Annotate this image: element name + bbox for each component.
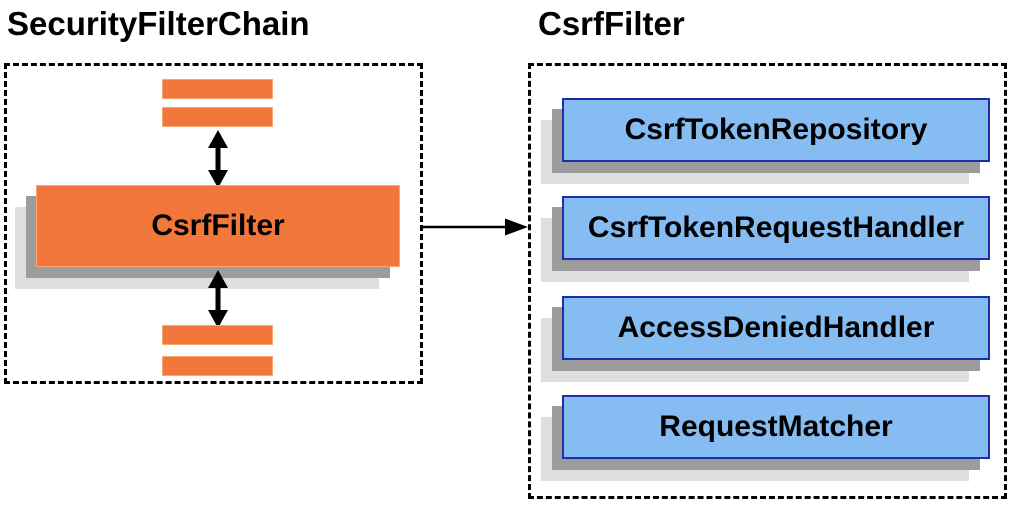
component-label: CsrfTokenRepository [624,113,928,146]
double-arrow-icon [208,270,228,328]
component-label: CsrfTokenRequestHandler [587,211,965,244]
right-panel-title: CsrfFilter [538,5,685,42]
component-box-csrf-token-request-handler: CsrfTokenRequestHandler [562,196,990,260]
component-label: RequestMatcher [659,410,893,443]
component-box-csrf-token-repository: CsrfTokenRepository [562,98,990,162]
left-panel-title: SecurityFilterChain [7,5,310,42]
component-label: AccessDeniedHandler [617,311,935,344]
filter-placeholder-bar [162,356,273,376]
double-arrow-icon [208,130,228,188]
arrow-right-icon [423,218,528,236]
component-box-request-matcher: RequestMatcher [562,395,990,459]
csrf-filter-box-label: CsrfFilter [151,209,285,242]
csrf-filter-box: CsrfFilter [36,185,400,267]
filter-placeholder-bar [162,79,273,99]
component-box-access-denied-handler: AccessDeniedHandler [562,296,990,360]
filter-placeholder-bar [162,107,273,127]
security-filter-chain-panel: CsrfFilter [4,63,423,384]
filter-placeholder-bar [162,325,273,345]
csrf-filter-panel: CsrfTokenRepository CsrfTokenRequestHand… [528,63,1007,499]
